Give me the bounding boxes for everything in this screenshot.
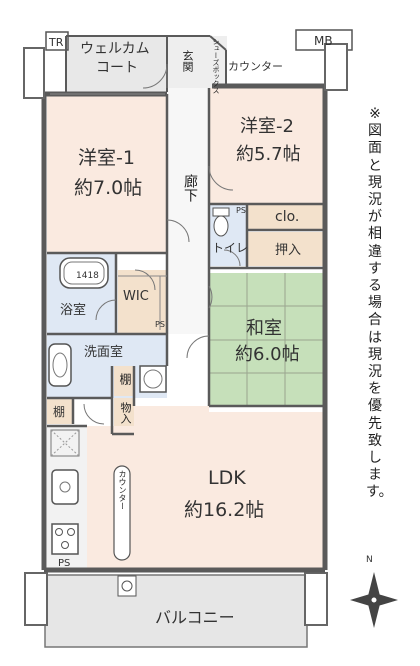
oshiire-label: 押入 (275, 243, 301, 258)
western2-floor (209, 88, 323, 204)
column-top-right (324, 43, 348, 91)
tr-mark: TR (48, 36, 64, 49)
bathroom-label: 浴室 (60, 302, 86, 318)
kitchen-sink (51, 469, 79, 505)
ldk-floor (47, 406, 323, 568)
sink-basin (52, 352, 68, 378)
shelf2-floor (114, 366, 134, 396)
burner-1 (55, 528, 63, 536)
walls (41, 83, 328, 573)
sink-drain (59, 481, 71, 493)
balcony-side-left (24, 572, 48, 626)
ps-mark-1: PS (236, 206, 246, 215)
toilet-bowl (213, 215, 229, 237)
kitchen-stove (51, 523, 79, 555)
oshiire-floor (248, 232, 323, 266)
ac-unit (117, 575, 137, 597)
ldk-size: 約16.2帖 (184, 499, 264, 521)
ldk-counter (113, 465, 131, 561)
storage-floor (114, 398, 134, 434)
column-top-left (23, 47, 45, 99)
balcony-side-right (304, 572, 328, 626)
hallway-label: 廊下 (182, 174, 198, 202)
wic-floor (118, 270, 167, 334)
fridge-space (50, 429, 80, 457)
closet-label: clo. (275, 209, 299, 225)
welcome-court-label-2: コート (96, 60, 138, 76)
western1-size: 約7.0帖 (74, 177, 142, 199)
washroom-label: 洗面室 (84, 344, 123, 360)
wic-label: WIC (123, 289, 149, 304)
toilet-tank (212, 207, 230, 217)
washitsu-size: 約6.0帖 (235, 344, 300, 365)
ldk-name: LDK (208, 467, 246, 489)
disclaimer-note: ※図面と現況が相違する場合は現況を優先致します。 (366, 106, 393, 501)
bathtub-size-label: 1418 (76, 271, 99, 281)
shelf2-label: 棚 (118, 373, 132, 385)
north-mark: N (366, 555, 373, 565)
shelf1-floor (47, 398, 73, 424)
ac-fan (121, 580, 133, 592)
entrance-label: 玄関 (181, 50, 194, 72)
counter-ldk-label: カウンター (118, 470, 127, 510)
welcome-court-area (66, 36, 166, 92)
western2-size: 約5.7帖 (236, 144, 301, 165)
door-swings (83, 63, 241, 425)
burner-2 (67, 528, 75, 536)
balcony-label: バルコニー (155, 608, 235, 627)
counter-top-label: カウンター (228, 60, 283, 73)
welcome-court-label-1: ウェルカム (80, 41, 150, 57)
shoebox-floor (209, 36, 227, 88)
burner-3 (61, 541, 69, 549)
bathtub (59, 257, 109, 289)
western2-name: 洋室-2 (240, 116, 294, 137)
washer-drum (143, 369, 163, 389)
washroom-sink (48, 343, 72, 387)
toilet-label: トイレ (212, 241, 248, 255)
ps-mark-3: PS (58, 558, 70, 569)
western1-name: 洋室-1 (78, 147, 135, 169)
tr-box (45, 31, 69, 51)
closet-floor (248, 204, 323, 230)
entrance-floor (167, 36, 209, 88)
balcony-area (44, 574, 308, 648)
mb-mark: MB (314, 34, 333, 48)
bathtub-inner (63, 261, 105, 285)
hallway-floor (167, 88, 209, 334)
washitsu-name: 和室 (246, 318, 282, 339)
storage-label: 物入 (119, 402, 132, 424)
tatami-grid (209, 273, 323, 406)
compass (350, 572, 398, 628)
wic-shelves (118, 275, 167, 330)
inner-walls (47, 88, 323, 436)
shelf1-label: 棚 (53, 404, 65, 419)
western1-floor (47, 96, 167, 253)
shoe-box-label: シューズボックス (212, 38, 220, 94)
ps-mark-2: PS (155, 320, 165, 329)
